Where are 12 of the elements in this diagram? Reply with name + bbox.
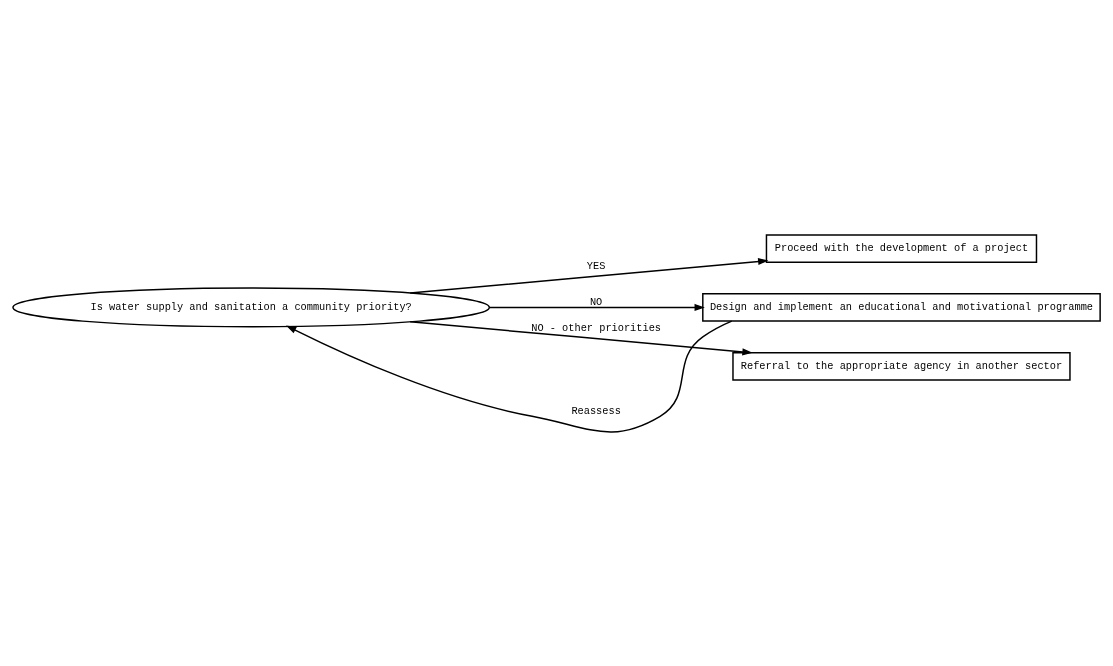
edge-label: Reassess [571, 404, 621, 417]
arrow [286, 319, 733, 433]
arrow [488, 303, 705, 311]
edge-label: NO - other priorities [531, 321, 662, 334]
node-box: Referral to the appropriate agency in another sector [732, 351, 1071, 381]
node-box: Design and implement an educational and motivational programme [702, 292, 1101, 322]
edge-label: NO [589, 295, 603, 308]
node-ellipse: Is water supply and sanitation a community priority? [12, 286, 491, 328]
arrow [409, 320, 753, 355]
edge-label: YES [586, 259, 606, 272]
node-box: Proceed with the development of a project [765, 233, 1038, 263]
arrow [409, 257, 769, 294]
